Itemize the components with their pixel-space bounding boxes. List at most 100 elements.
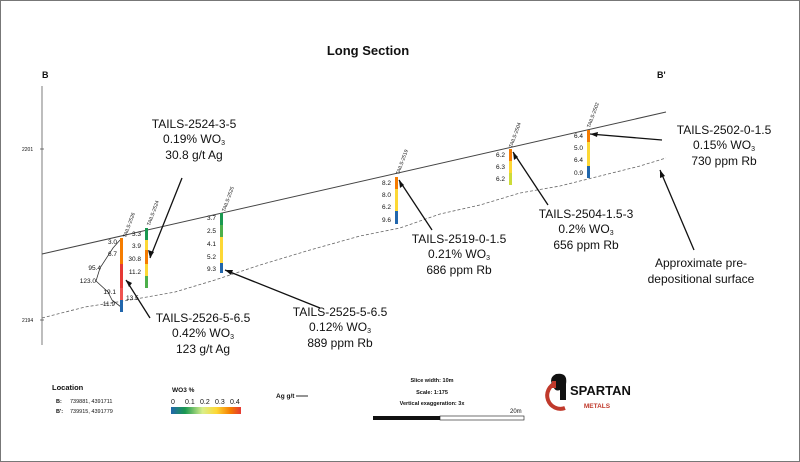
drillhole-tails-2525: TAILS-2525 3.7 2.5 4.1 5.2 9.3 — [207, 186, 236, 273]
interval-bar — [120, 300, 123, 312]
interval-bar — [220, 237, 223, 249]
interval-bar — [120, 264, 123, 276]
arrowhead — [225, 270, 233, 275]
ag-value: 0.9 — [574, 170, 583, 177]
hole-label: TAILS-2524 — [146, 200, 161, 227]
interval-bar — [120, 252, 123, 264]
callout-tails-2504-1.5-3: TAILS-2504-1.5-3 0.2% WO3 656 ppm Rb — [539, 207, 634, 252]
location-b-prime-value: 739915, 4391779 — [70, 409, 113, 415]
wo3-color-legend: WO3 % 0 0.1 0.2 0.3 0.4 — [171, 387, 241, 414]
wo3-tick: 0.1 — [185, 399, 195, 406]
callout-tails-2526-5-6.5: TAILS-2526-5-6.5 0.42% WO3 123 g/t Ag — [156, 311, 251, 356]
ag-value: 19.1 — [103, 289, 116, 296]
interval-bar — [395, 211, 398, 224]
interval-bar — [145, 228, 148, 240]
callout-grade: 0.21% WO3 — [428, 247, 490, 262]
ag-value: 9.6 — [382, 217, 391, 224]
interval-bar — [145, 264, 148, 276]
scale: Scale: 1:175 — [416, 390, 448, 396]
surface-annotation: Approximate pre- depositional surface — [648, 256, 755, 286]
ag-value: 3.9 — [132, 243, 141, 250]
spartan-metals-logo: SPARTAN METALS — [545, 373, 631, 411]
wo3-tick: 0 — [171, 399, 175, 406]
interval-bar — [220, 249, 223, 263]
arrow-2519 — [398, 179, 433, 231]
interval-bar — [120, 238, 123, 252]
hole-label: TAILS-2525 — [221, 186, 236, 213]
interval-bar — [509, 149, 512, 161]
ag-value: 123.0 — [80, 278, 97, 285]
callout-sample: TAILS-2504-1.5-3 — [539, 207, 634, 221]
interval-bar — [395, 199, 398, 211]
section-info-legend: Slice width: 10m Scale: 1:175 Vertical e… — [373, 378, 525, 421]
surface-note-line1: Approximate pre- — [655, 256, 747, 270]
drillhole-tails-2519: TAILS-2519 8.2 8.0 6.2 9.6 — [382, 149, 410, 224]
ag-value: 6.2 — [382, 204, 391, 211]
ag-value: 2.5 — [207, 228, 216, 235]
elevation-label-upper: 2201 — [22, 147, 33, 153]
ag-value: 6.2 — [496, 176, 505, 183]
arrowhead — [399, 180, 404, 188]
callout-tails-2519-0-1.5: TAILS-2519-0-1.5 0.21% WO3 686 ppm Rb — [412, 232, 507, 277]
location-b-key: B: — [56, 399, 62, 405]
scale-bar-white — [439, 415, 525, 421]
ag-value: 3.3 — [132, 231, 141, 238]
scale-bar-black — [373, 416, 440, 420]
ag-value: 5.0 — [574, 145, 583, 152]
arrow-2525 — [224, 269, 321, 309]
vertical-exaggeration: Vertical exaggeration: 3x — [400, 401, 466, 407]
callout-tails-2524-3-5: TAILS-2524-3-5 0.19% WO3 30.8 g/t Ag — [152, 117, 237, 162]
interval-bar — [220, 213, 223, 225]
location-b-prime-key: B': — [56, 409, 63, 415]
interval-bar — [509, 161, 512, 173]
ag-value: 6.4 — [574, 133, 583, 140]
section-start-label: B — [42, 70, 49, 80]
surface-note-line2: depositional surface — [648, 272, 755, 286]
callout-arrowheads — [126, 132, 665, 287]
arrowhead — [513, 152, 518, 160]
interval-bar — [587, 166, 590, 178]
logo-name: SPARTAN — [570, 383, 631, 398]
spartan-helmet-icon — [551, 373, 567, 400]
ag-value: 6.2 — [496, 152, 505, 159]
interval-bar — [509, 173, 512, 185]
interval-bar — [220, 225, 223, 237]
callout-arrows — [125, 133, 695, 319]
logo-sub: METALS — [584, 403, 611, 410]
ag-value: 30.8 — [128, 256, 141, 263]
interval-bar — [587, 154, 590, 166]
ag-value: 3.0 — [108, 239, 117, 246]
arrowhead — [590, 132, 598, 137]
drillhole-tails-2504: TAILS-2504 6.2 6.3 6.2 — [496, 122, 523, 185]
interval-bar — [587, 130, 590, 142]
interval-bar — [587, 142, 590, 154]
ag-value: 6.4 — [574, 157, 583, 164]
wo3-tick: 0.3 — [215, 399, 225, 406]
interval-bar — [220, 263, 223, 273]
location-title: Location — [52, 383, 84, 392]
callout-assay: 730 ppm Rb — [691, 154, 757, 168]
arrow-2526 — [125, 279, 151, 319]
arrowhead — [148, 250, 154, 258]
interval-bar — [145, 276, 148, 288]
callout-sample: TAILS-2519-0-1.5 — [412, 232, 507, 246]
ag-value: 5.2 — [207, 254, 216, 261]
callout-grade: 0.15% WO3 — [693, 138, 755, 153]
section-end-label: B' — [657, 70, 666, 80]
wo3-legend-title: WO3 % — [172, 387, 195, 394]
wo3-tick: 0.4 — [230, 399, 240, 406]
ag-value: 13.5 — [126, 295, 139, 302]
slice-width: Slice width: 10m — [410, 378, 453, 384]
interval-bar — [395, 177, 398, 189]
interval-bar — [145, 250, 148, 264]
hole-label: TAILS-2502 — [586, 102, 601, 129]
helmet-plume-icon — [552, 381, 556, 388]
ag-line-legend: Ag g/t — [276, 393, 308, 400]
interval-bar — [120, 288, 123, 300]
arrowhead — [126, 280, 132, 287]
logo-ring — [545, 381, 566, 411]
ag-profile-line — [95, 239, 122, 308]
section-title: Long Section — [327, 43, 409, 58]
callout-assay: 30.8 g/t Ag — [165, 148, 222, 162]
